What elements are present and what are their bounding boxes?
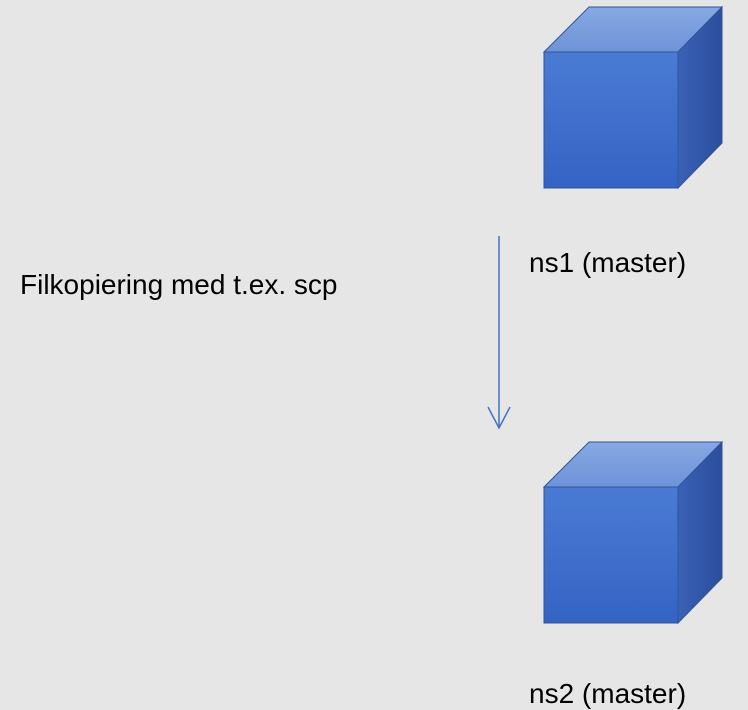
cube-front-face [543,51,679,189]
node-label-ns1: ns1 (master) [529,247,687,278]
server-cube-ns1 [543,6,723,190]
cube-front-face [543,486,679,624]
node-label-ns2: ns2 (master) [529,678,687,709]
arrow-head [487,406,511,430]
server-cube-ns2 [543,441,723,625]
down-arrow-connector [487,236,511,430]
edge-label: Filkopiering med t.ex. scp [20,269,338,300]
